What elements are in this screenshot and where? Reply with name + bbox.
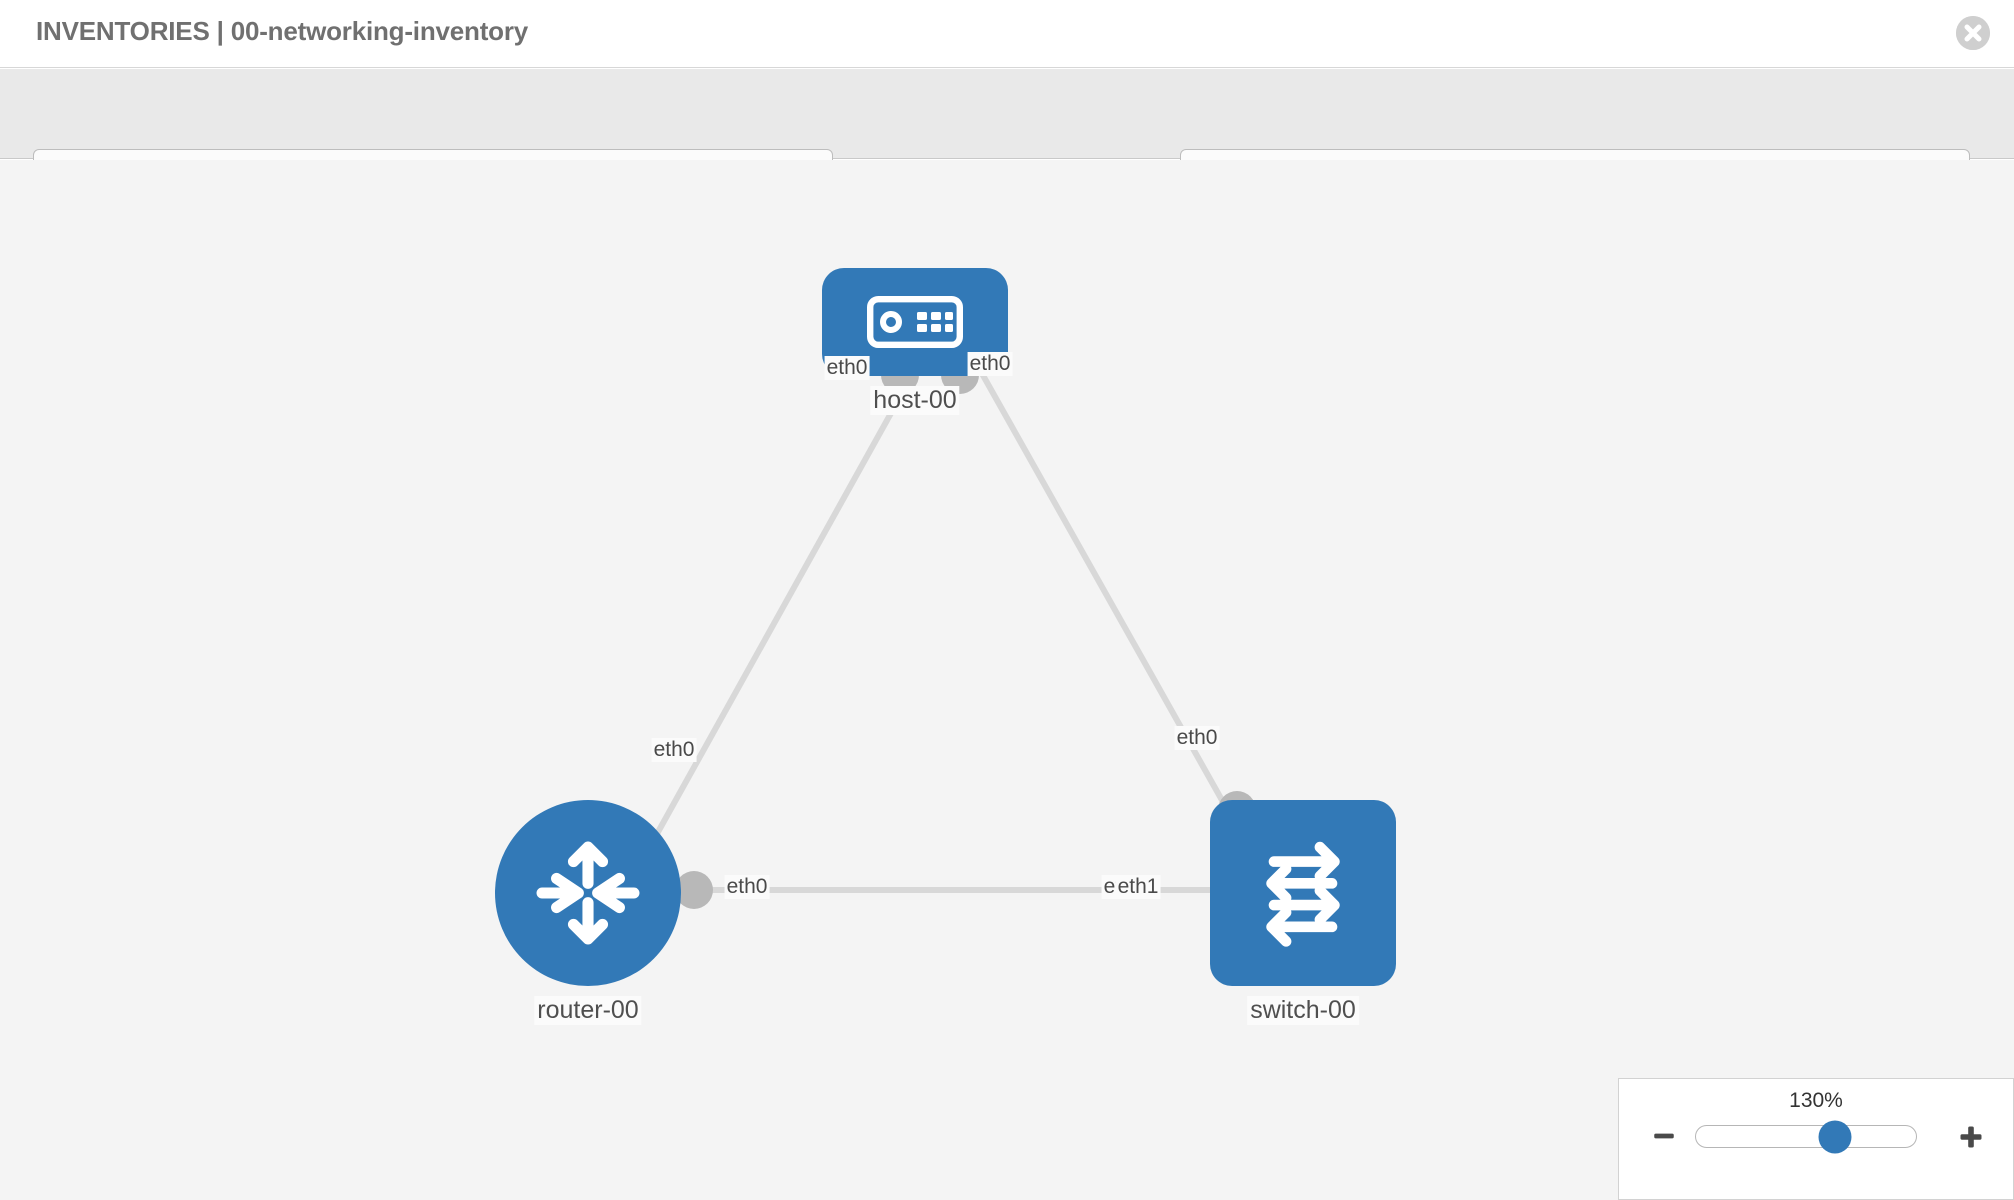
edge-host00-router00: [645, 368, 918, 852]
zoom-slider-track[interactable]: [1695, 1120, 1917, 1153]
node-router-00[interactable]: router-00: [495, 800, 681, 1030]
zoom-out-button[interactable]: [1651, 1123, 1677, 1154]
page-header: INVENTORIES | 00-networking-inventory: [0, 0, 2014, 68]
zoom-level-value: 130%: [1789, 1089, 1843, 1112]
zoom-control-panel[interactable]: 130%: [1618, 1078, 2014, 1200]
node-host-00-label: host-00: [870, 386, 960, 415]
endpoint-dot: [675, 871, 713, 909]
topology-canvas[interactable]: host-00 router-00: [0, 160, 2014, 1200]
switch-arrows-icon: [1266, 841, 1340, 947]
zoom-in-button[interactable]: [1957, 1123, 1985, 1156]
iface-label-switch00-router00: eth1: [1115, 875, 1161, 899]
node-router-00-label: router-00: [534, 996, 642, 1025]
iface-label-host00-switch00: eth0: [967, 352, 1013, 376]
node-router-00-shape[interactable]: [495, 800, 681, 986]
iface-label-router00-switch00: eth0: [724, 875, 770, 899]
toolbar: ACTIONS SEARCH: [0, 69, 2014, 202]
edge-host00-switch00: [977, 368, 1253, 852]
iface-label-switch00-host00: eth0: [1174, 726, 1220, 750]
close-icon[interactable]: [1956, 16, 1990, 50]
node-switch-00-label: switch-00: [1247, 996, 1359, 1025]
server-device-icon: [867, 296, 963, 348]
node-switch-00-shape[interactable]: [1210, 800, 1396, 986]
router-arrows-icon: [536, 841, 640, 945]
iface-label-host00-router00: eth0: [824, 356, 870, 380]
iface-label-router00-host00: eth0: [651, 738, 697, 762]
zoom-slider-thumb[interactable]: [1818, 1120, 1852, 1153]
node-host-00[interactable]: host-00: [822, 268, 1008, 418]
page-title: INVENTORIES | 00-networking-inventory: [36, 16, 529, 46]
node-switch-00[interactable]: switch-00: [1210, 800, 1396, 1030]
